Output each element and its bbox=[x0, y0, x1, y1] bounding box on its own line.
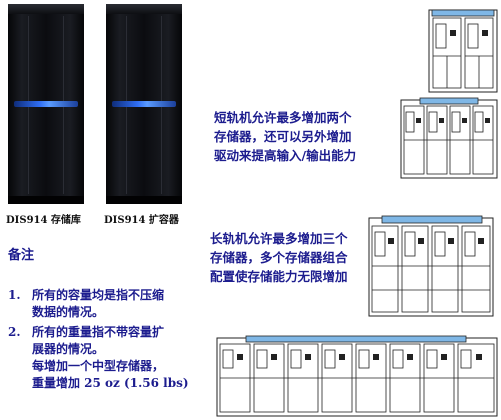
dis914-expander-image bbox=[106, 4, 182, 204]
note-line: 所有的重量指不带容量扩 bbox=[32, 325, 165, 339]
blue-led-strip bbox=[112, 101, 176, 107]
short-rack-line-1: 短轨机允许最多增加两个 bbox=[214, 110, 352, 125]
short-rack-expanded-svg bbox=[400, 97, 498, 179]
long-rack-description: 长轨机允许最多增加三个 存储器，多个存储器组合 配置使存储能力无限增加 bbox=[210, 229, 348, 286]
notes-title: 备注 bbox=[8, 248, 35, 263]
short-rack-svg bbox=[428, 9, 498, 93]
short-rack-description: 短轨机允许最多增加两个 存储器，还可以另外增加 驱动来提高输入/输出能力 bbox=[214, 108, 356, 165]
note-line: 展器的情况。 bbox=[32, 342, 105, 356]
multi-storage-configuration-diagram bbox=[216, 334, 498, 418]
note-line: 每增加一个中型存储器， bbox=[32, 359, 165, 373]
note-line: 所有的容量均是指不压缩 bbox=[32, 288, 165, 302]
note-item-2: 2. 所有的重量指不带容量扩 展器的情况。 每增加一个中型存储器， 重量增加 2… bbox=[8, 324, 189, 392]
storage-library-caption: DIS914 存储库 bbox=[6, 215, 81, 226]
short-rack-two-units-diagram bbox=[428, 6, 498, 94]
long-rack-svg bbox=[368, 215, 494, 317]
short-rack-line-3: 驱动来提高输入/输出能力 bbox=[214, 148, 357, 163]
note-number: 2. bbox=[8, 325, 21, 339]
blue-led-strip bbox=[14, 101, 78, 107]
dis914-storage-library-image bbox=[8, 4, 84, 204]
note-number: 1. bbox=[8, 288, 21, 302]
multi-storage-svg bbox=[216, 335, 498, 417]
long-rack-diagram bbox=[368, 212, 494, 318]
long-rack-line-3: 配置使存储能力无限增加 bbox=[210, 269, 348, 284]
note-line: 数据的情况。 bbox=[32, 305, 105, 319]
expander-caption: DIS914 扩容器 bbox=[104, 215, 179, 226]
short-rack-expanded-diagram bbox=[400, 96, 498, 180]
note-item-1: 1. 所有的容量均是指不压缩 数据的情况。 bbox=[8, 287, 164, 321]
long-rack-line-2: 存储器，多个存储器组合 bbox=[210, 250, 348, 265]
short-rack-line-2: 存储器，还可以另外增加 bbox=[214, 129, 352, 144]
long-rack-line-1: 长轨机允许最多增加三个 bbox=[210, 231, 348, 246]
note-line: 重量增加 25 oz (1.56 lbs) bbox=[32, 376, 189, 390]
